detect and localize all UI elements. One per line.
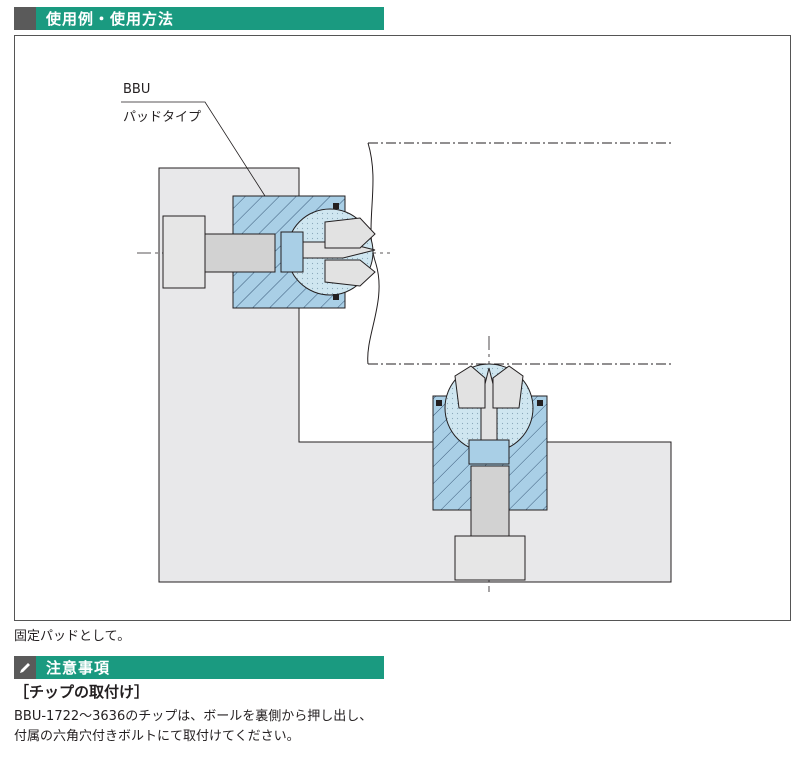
usage-section-header: 使用例・使用方法 [14,7,384,30]
left-bbu-unit [162,195,376,309]
callout-model: BBU [123,82,151,97]
tip-install-line-1: BBU-1722～3636のチップは、ボールを裏側から押し出し、 [14,709,373,724]
tip-install-line-2: 付属の六角穴付きボルトにて取付けてください。 [14,729,300,744]
workpiece-break-line [367,142,380,365]
callout-leader [121,101,266,197]
header-tab [14,7,36,30]
caution-section-title: 注意事項 [46,659,111,677]
pencil-icon [14,656,36,679]
tip-install-heading: ［チップの取付け］ [14,683,150,701]
usage-section-title: 使用例・使用方法 [46,10,175,28]
callout-type: パッドタイプ [123,110,202,125]
figure-caption: 固定パッドとして。 [14,629,131,644]
usage-figure: BBU パッドタイプ [14,35,791,621]
caution-section-header: 注意事項 [14,656,384,679]
bottom-bbu-unit [432,363,548,581]
usage-diagram [121,101,672,592]
